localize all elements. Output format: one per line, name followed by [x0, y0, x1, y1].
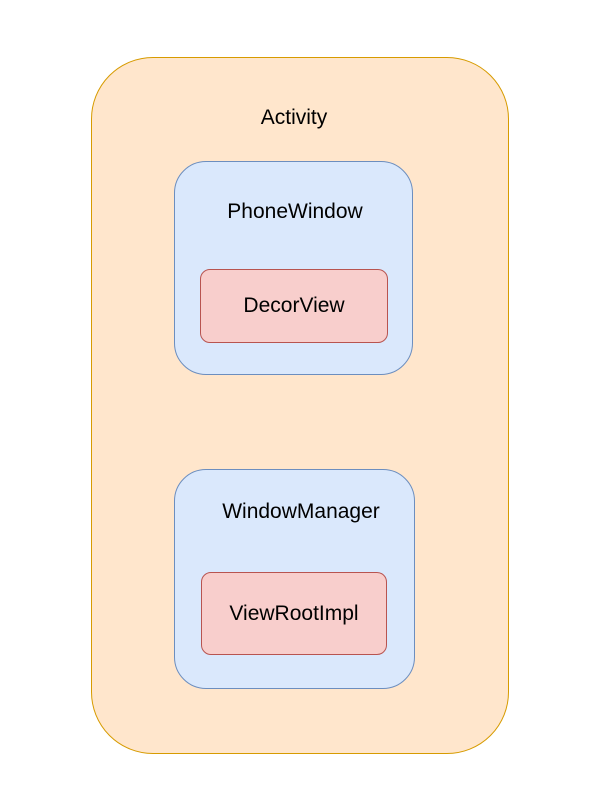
activity-label: Activity [260, 106, 328, 129]
decor-view-box: DecorView [200, 269, 388, 343]
view-root-impl-box: ViewRootImpl [201, 572, 387, 655]
view-root-impl-label: ViewRootImpl [229, 601, 359, 625]
window-manager-label: WindowManager [222, 500, 380, 523]
phone-window-label: PhoneWindow [227, 200, 363, 223]
decor-view-label: DecorView [243, 294, 345, 317]
